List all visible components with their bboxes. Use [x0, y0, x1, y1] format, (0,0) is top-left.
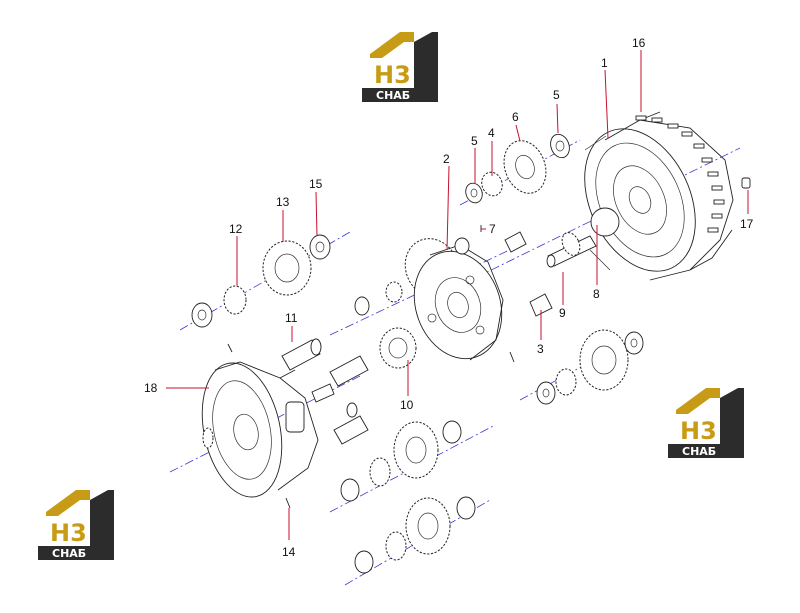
label-part-16: 16 — [632, 36, 646, 50]
label-part-14: 14 — [282, 545, 296, 559]
brand-mark: H3 — [50, 519, 87, 547]
housing-ring — [584, 111, 734, 281]
bolt-set — [635, 115, 725, 233]
part-labels: 1 2 3 4 5 5 6 7 8 9 10 11 12 13 14 15 16… — [144, 36, 754, 559]
brand-mark: H3 — [680, 417, 717, 445]
axis-left — [179, 231, 351, 331]
sun-shaft — [546, 232, 597, 268]
dowel-pins-upper — [504, 231, 553, 317]
planet-carrier-upper — [404, 237, 504, 361]
label-part-3: 3 — [537, 342, 544, 356]
label-part-2: 2 — [443, 152, 450, 166]
right-gear-stack — [536, 329, 644, 405]
label-part-12: 12 — [229, 222, 243, 236]
brand-logo-top: H3 CHAБ — [362, 32, 438, 102]
brand-logo-bottom-left: H3 CHAБ — [38, 490, 114, 560]
leader-lines — [166, 50, 749, 540]
label-part-18: 18 — [144, 381, 158, 395]
bolt-single — [741, 177, 751, 189]
washer-mid — [354, 296, 370, 316]
brand-text: CHAБ — [52, 547, 86, 560]
label-part-5b: 5 — [553, 88, 560, 102]
brand-mark: H3 — [374, 61, 411, 89]
brand-logo-right: H3 CHAБ — [668, 388, 744, 458]
brand-text: CHAБ — [376, 89, 410, 102]
label-part-15: 15 — [309, 177, 323, 191]
label-part-9: 9 — [559, 306, 566, 320]
left-gear-stack — [191, 234, 331, 328]
label-part-5a: 5 — [471, 134, 478, 148]
label-part-13: 13 — [276, 195, 290, 209]
label-part-11: 11 — [285, 311, 298, 325]
planet-carrier-lower — [201, 361, 319, 498]
needle-bearing-mid — [385, 281, 403, 303]
label-part-4: 4 — [488, 126, 495, 140]
seal-disk — [590, 207, 620, 237]
needle-bearing-10 — [379, 327, 417, 369]
brand-text: CHAБ — [682, 445, 716, 458]
upper-gear-stack — [465, 133, 570, 204]
planet-pins-lower — [227, 338, 515, 509]
label-part-1: 1 — [601, 56, 608, 70]
label-part-7: 7 — [489, 222, 496, 236]
label-part-17: 17 — [740, 217, 754, 231]
label-part-10: 10 — [400, 398, 414, 412]
lower-gear-stack-2 — [354, 496, 476, 574]
label-part-8: 8 — [593, 287, 600, 301]
lower-gear-stack-1 — [340, 420, 462, 502]
label-part-6: 6 — [512, 110, 519, 124]
